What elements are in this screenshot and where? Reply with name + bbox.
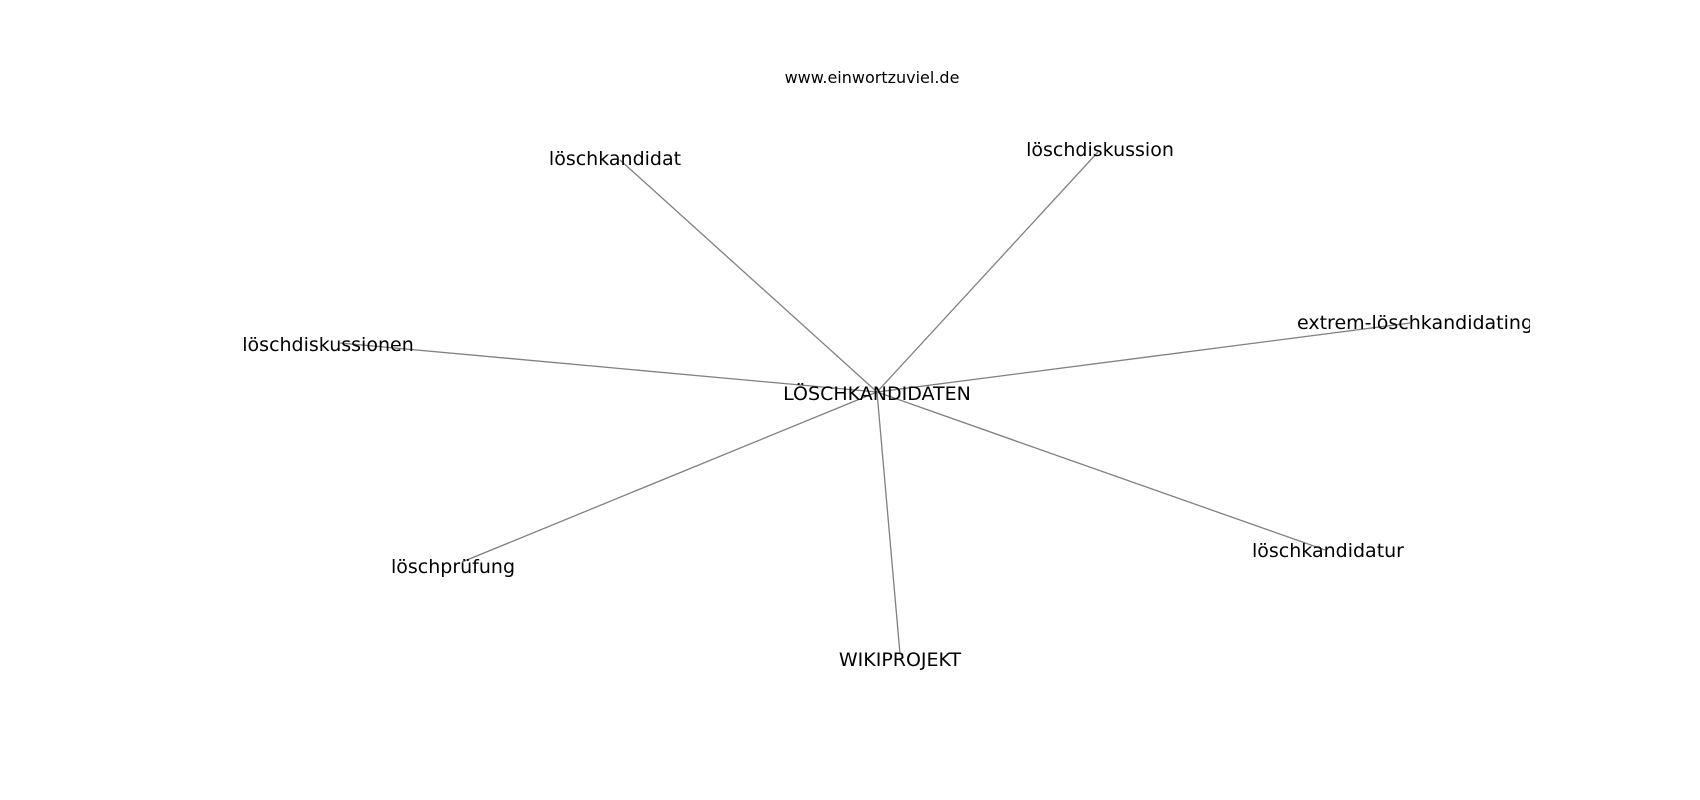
edge-loeschkandidatur [876, 391, 1326, 551]
node-label-extrem-loeschkandidating: extrem-löschkandidating [1297, 312, 1533, 334]
center-node-label: LÖSCHKANDIDATEN [783, 382, 971, 405]
edge-loeschpruefung [461, 391, 878, 563]
node-label-loeschkandidatur: löschkandidatur [1252, 540, 1404, 562]
node-labels-group: LÖSCHKANDIDATEN löschkandidat löschdisku… [242, 139, 1533, 671]
edges-group [339, 151, 1411, 655]
source-label: www.einwortzuviel.de [785, 68, 960, 87]
node-label-loeschpruefung: löschprüfung [391, 556, 515, 578]
edge-loeschdiskussion [876, 151, 1099, 393]
node-label-loeschkandidat: löschkandidat [549, 148, 681, 170]
node-label-wikiprojekt: WIKIPROJEKT [839, 649, 962, 671]
edge-loeschdiskussionen [339, 342, 878, 393]
edge-loeschkandidat [619, 159, 878, 393]
edge-extrem-loeschkandidating [876, 322, 1411, 393]
node-label-loeschdiskussionen: löschdiskussionen [242, 334, 413, 356]
node-label-loeschdiskussion: löschdiskussion [1026, 139, 1174, 161]
edge-wikiprojekt [876, 391, 901, 655]
